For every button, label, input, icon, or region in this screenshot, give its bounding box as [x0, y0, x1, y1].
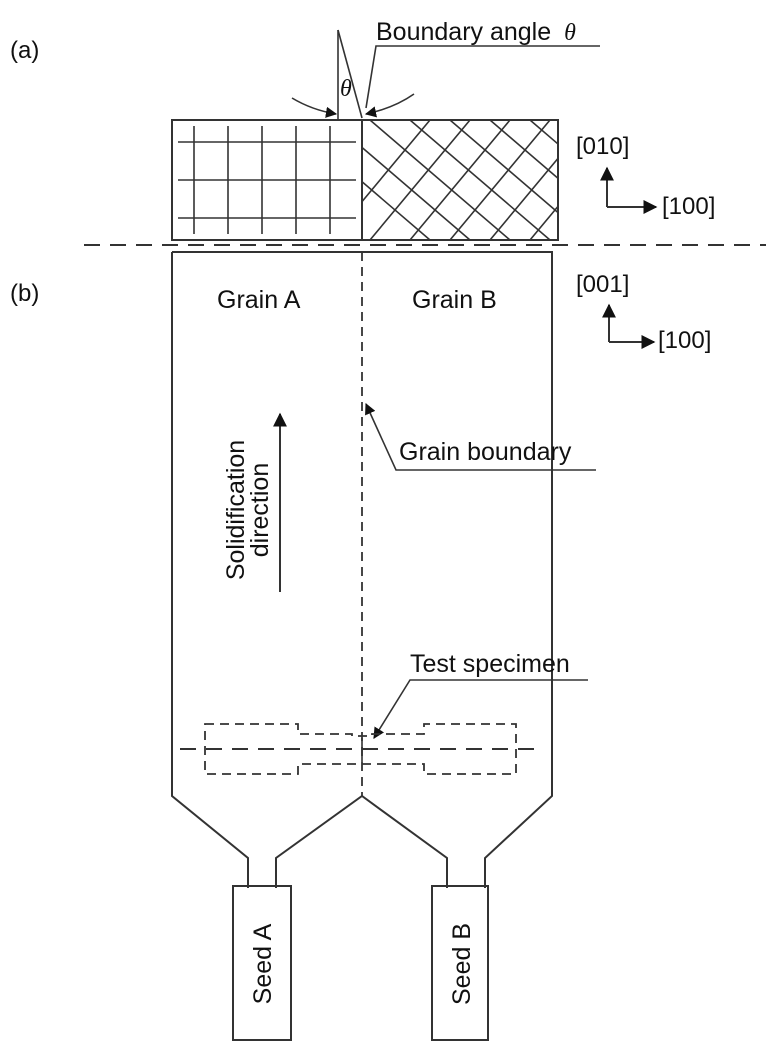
- grain-a-label: Grain A: [217, 286, 301, 314]
- seed-a-label: Seed A: [249, 923, 277, 1004]
- angle-arc-left: [291, 97, 338, 118]
- test-specimen-leader: [373, 679, 588, 739]
- grain-a-cross-pattern: [178, 126, 356, 234]
- grain-boundary-label: Grain boundary: [399, 438, 572, 466]
- seed-b-block: [431, 885, 489, 1041]
- test-specimen-outline: [204, 723, 517, 775]
- axis-top-horizontal-label: [100]: [662, 193, 715, 220]
- seed-b-label: Seed B: [448, 923, 476, 1005]
- grain-boundary-leader: [365, 402, 596, 471]
- seed-a-block: [232, 885, 292, 1041]
- boundary-angle-theta: θ: [564, 20, 576, 46]
- solidification-label: Solidification direction: [222, 440, 274, 580]
- grain-b-label: Grain B: [412, 286, 497, 314]
- panel-label-b: (b): [10, 280, 39, 307]
- solidification-line2: direction: [246, 463, 274, 558]
- grain-b-lattice-pattern: [362, 120, 558, 240]
- boundary-angle-text: Boundary angle: [376, 18, 551, 46]
- boundary-angle-leader: [365, 45, 600, 109]
- solidification-line1: Solidification: [222, 440, 250, 580]
- boundary-angle-label: Boundary angle θ: [376, 18, 576, 46]
- axis-bottom-vertical-label: [001]: [576, 271, 629, 298]
- test-specimen-label: Test specimen: [410, 650, 570, 678]
- axis-bottom-horizontal-label: [100]: [658, 327, 711, 354]
- tilted-boundary-line: [337, 29, 363, 119]
- cross-section-box: [171, 119, 559, 241]
- panel-label-a: (a): [10, 37, 39, 64]
- axis-top-vertical-label: [010]: [576, 133, 629, 160]
- theta-symbol: θ: [340, 76, 352, 102]
- angle-arc-right: [364, 93, 415, 118]
